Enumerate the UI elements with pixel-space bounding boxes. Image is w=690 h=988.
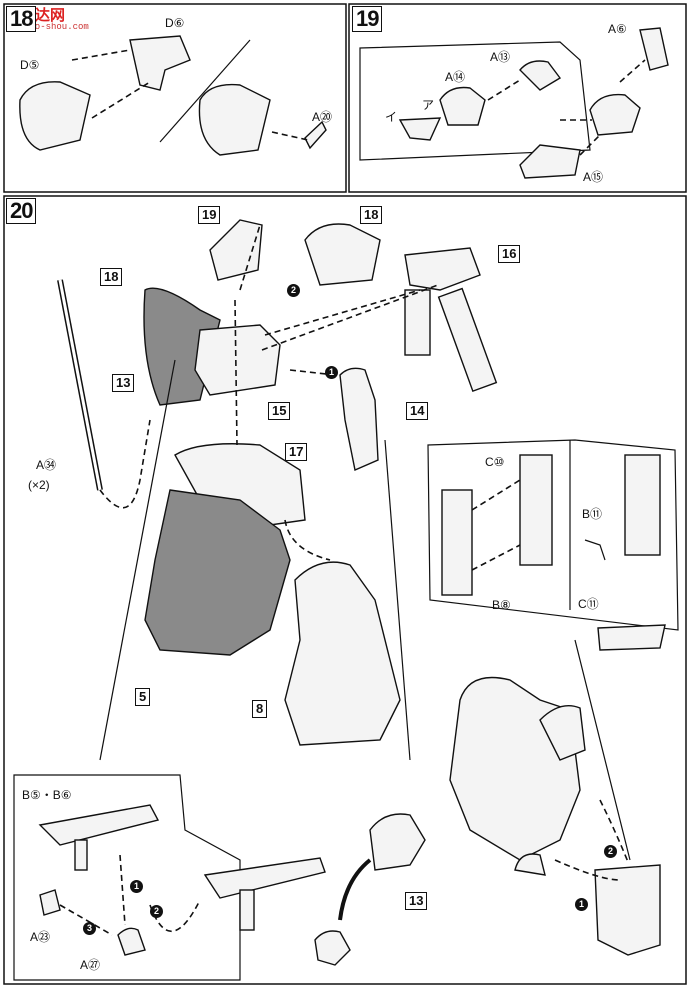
label-a13: A⑬ xyxy=(490,50,511,64)
step-20-number: 20 xyxy=(6,198,37,224)
label-a34: A㉞ xyxy=(36,458,57,472)
marker-1-figure: 1 xyxy=(575,898,588,911)
part-box-14: 14 xyxy=(406,402,429,420)
label-c10: C⑩ xyxy=(485,455,505,469)
label-i: イ xyxy=(385,110,398,124)
label-a: ア xyxy=(422,98,435,112)
marker-1-head: 1 xyxy=(325,366,338,379)
step19-parts xyxy=(398,27,669,179)
part-box-18-body: 18 xyxy=(100,268,123,286)
part-box-16: 16 xyxy=(498,245,521,263)
label-b11: B⑪ xyxy=(582,507,603,521)
part-box-15: 15 xyxy=(268,402,291,420)
label-a15: A⑮ xyxy=(583,170,604,184)
label-a14: A⑭ xyxy=(445,70,466,84)
marker-2-figure: 2 xyxy=(604,845,617,858)
part-box-17: 17 xyxy=(285,443,308,461)
label-a23: A㉓ xyxy=(30,930,51,944)
part-box-13: 13 xyxy=(112,374,135,392)
watermark-url: gao-shou.com xyxy=(24,22,89,32)
step20-parts xyxy=(57,219,498,761)
step-18-number: 18 xyxy=(6,6,37,32)
step18-parts xyxy=(19,35,327,156)
marker-3-gun: 3 xyxy=(83,922,96,935)
marker-2-gun: 2 xyxy=(150,905,163,918)
part-box-8: 8 xyxy=(252,700,268,718)
completed-figure xyxy=(449,639,661,956)
label-a27: A㉗ xyxy=(80,958,101,972)
part-box-19: 19 xyxy=(198,206,221,224)
marker-2-head: 2 xyxy=(287,284,300,297)
step-19-number: 19 xyxy=(352,6,383,32)
marker-1-gun: 1 xyxy=(130,880,143,893)
label-d6: D⑥ xyxy=(165,16,185,30)
label-x2: (×2) xyxy=(28,478,50,492)
inset-parts xyxy=(427,439,679,651)
part-box-18: 18 xyxy=(360,206,383,224)
label-b8: B⑧ xyxy=(492,598,511,612)
label-a20: A⑳ xyxy=(312,110,333,124)
label-c11: C⑪ xyxy=(578,597,599,611)
label-d5: D⑤ xyxy=(20,58,40,72)
part-box-5: 5 xyxy=(135,688,151,706)
gun-inset xyxy=(13,774,426,981)
label-b5-b6: B⑤・B⑥ xyxy=(22,788,72,802)
label-a6: A⑥ xyxy=(608,22,627,36)
part-box-13-arm: 13 xyxy=(405,892,428,910)
